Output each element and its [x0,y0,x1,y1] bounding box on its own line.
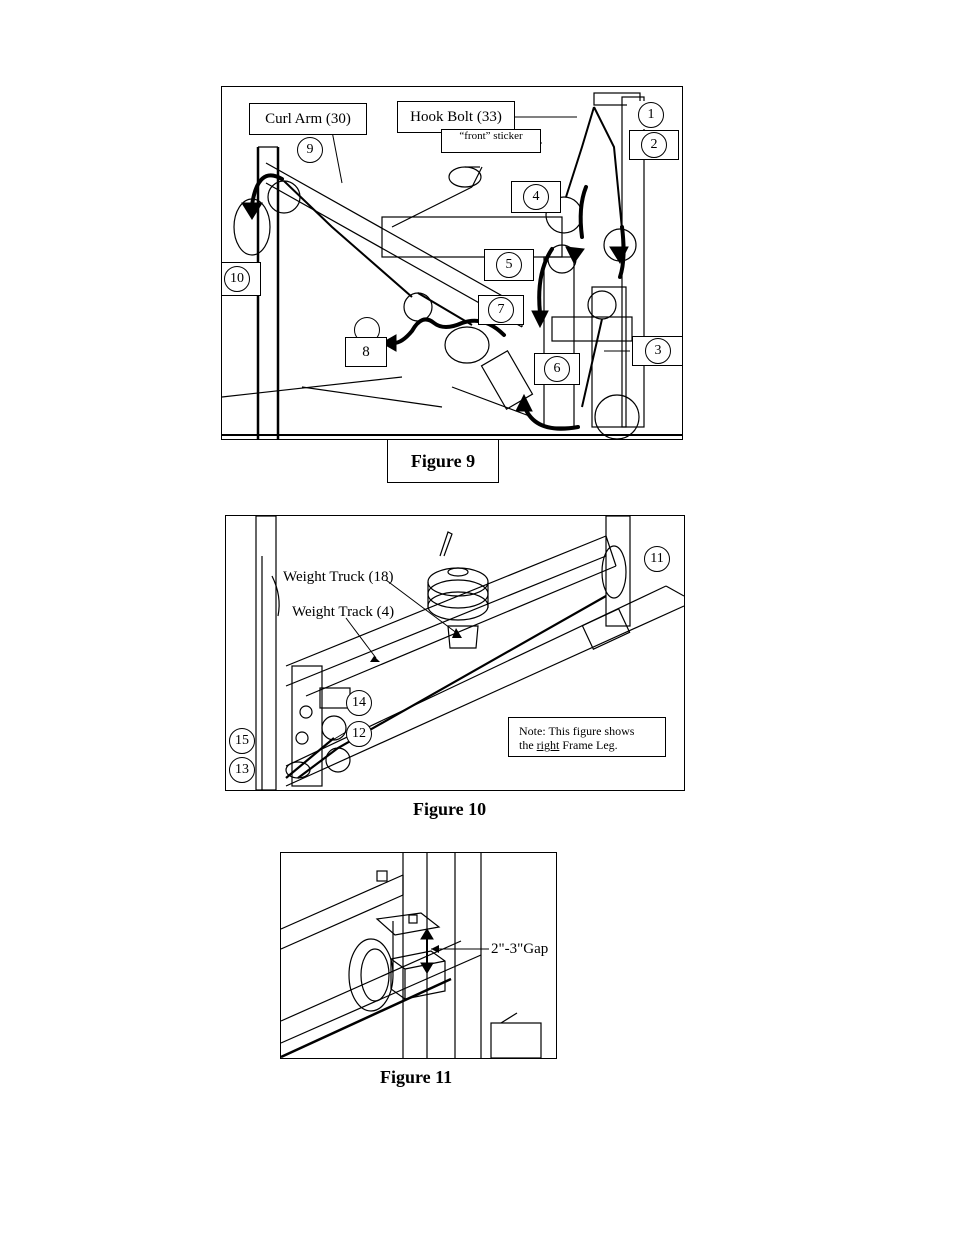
figure-11-caption: Figure 11 [380,1067,453,1087]
step-3-box: 3 [632,336,682,366]
note-right-emphasis: right [536,738,560,752]
note-the: the [519,738,537,752]
weight-truck-label: Weight Truck (18) [283,569,394,585]
curl-arm-label: Curl Arm (30) [249,103,367,135]
step-4-box: 4 [511,181,561,213]
note-line-2: the right Frame Leg. [519,738,655,752]
note-line-1: Note: This figure shows [519,724,635,738]
step-10-box: 10 [222,262,261,296]
step-9-marker: 9 [297,137,323,163]
step-6-box: 6 [534,353,580,385]
step-11-marker: 11 [644,546,670,572]
figure-10-caption: Figure 10 [413,799,487,819]
figure-9-drawing [222,92,682,439]
figure-10-drawing [255,516,684,790]
step-5-box: 5 [484,249,534,281]
figure-10-illustration: Weight Truck (18) Weight Track (4) 11 12… [225,515,685,791]
step-12-marker: 12 [346,721,372,747]
step-4-marker: 4 [523,184,549,210]
step-13-marker: 13 [229,757,255,783]
note-rest: Frame Leg. [559,738,618,752]
step-5-marker: 5 [496,252,522,278]
step-1-box: 1 [627,101,675,129]
step-6-marker: 6 [544,356,570,382]
step-2-box: 2 [629,130,679,160]
step-7-box: 7 [478,295,524,325]
step-3-marker: 3 [645,338,671,364]
step-15-marker: 15 [229,728,255,754]
figure-11-illustration: 2"-3"Gap [280,852,557,1059]
figure-9-illustration: Curl Arm (30) Hook Bolt (33) “front” sti… [221,86,683,440]
step-1-marker: 1 [638,102,664,128]
figure-11-drawing [281,853,542,1058]
front-sticker-label: “front” sticker [441,129,541,153]
weight-track-label: Weight Track (4) [292,604,395,620]
frame-leg-note: Note: This figure shows the right Frame … [508,717,666,757]
figure-9-caption: Figure 9 [387,439,499,483]
step-7-marker: 7 [488,297,514,323]
step-10-marker: 10 [224,266,250,292]
hook-bolt-label: Hook Bolt (33) [397,101,515,133]
step-14-marker: 14 [346,690,372,716]
gap-label: 2"-3"Gap [491,941,549,958]
step-8-box: 8 [345,337,387,367]
step-2-marker: 2 [641,132,667,158]
